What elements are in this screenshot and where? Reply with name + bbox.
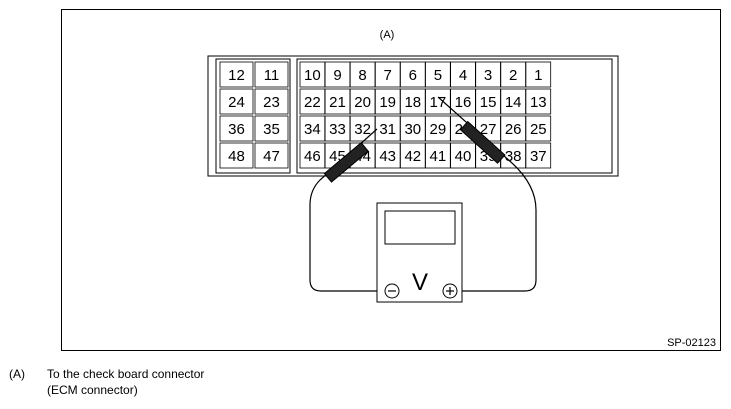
pin-label-19: 19	[379, 94, 396, 111]
pin-label-24: 24	[228, 94, 245, 111]
pin-cell	[299, 61, 326, 88]
pin-cell	[425, 61, 451, 88]
pin-label-48: 48	[228, 148, 245, 165]
pin-label-6: 6	[409, 67, 417, 84]
pin-label-31: 31	[379, 121, 396, 138]
pin-label-4: 4	[459, 67, 467, 84]
pin-label-18: 18	[404, 94, 421, 111]
pin-label-35: 35	[263, 121, 280, 138]
positive-probe-wire	[437, 96, 537, 292]
pin-label-41: 41	[430, 148, 447, 165]
pin-label-3: 3	[484, 67, 492, 84]
pin-label-21: 21	[329, 94, 346, 111]
left-pin-grid: 12 11 24 23 36 35 48 47	[219, 61, 289, 169]
pin-cell	[219, 115, 254, 142]
pin-label-29: 29	[430, 121, 447, 138]
pin-cell	[374, 88, 401, 115]
legend-description-sub: (ECM connector)	[47, 383, 138, 397]
pin-cell	[299, 88, 326, 115]
pin-cell	[299, 115, 326, 142]
pin-label-37: 37	[530, 148, 547, 165]
pin-cell	[219, 88, 254, 115]
pin-cell	[399, 61, 426, 88]
pin-cell	[349, 61, 376, 88]
pin-label-10: 10	[304, 67, 321, 84]
pin-label-11: 11	[264, 67, 280, 84]
pin-cell	[450, 61, 476, 88]
pin-label-33: 33	[329, 121, 346, 138]
pin-label-23: 23	[263, 94, 280, 111]
pin-cell	[500, 88, 526, 115]
pin-label-47: 47	[263, 148, 280, 165]
pin-label-26: 26	[505, 121, 522, 138]
pin-cell	[254, 142, 289, 169]
pin-label-38: 38	[505, 148, 522, 165]
pin-label-25: 25	[530, 121, 547, 138]
pin-label-32: 32	[354, 121, 371, 138]
pin-cell	[219, 61, 254, 88]
pin-label-17: 17	[430, 94, 447, 111]
pin-cell	[425, 142, 451, 169]
pin-cell	[254, 61, 289, 88]
pin-label-36: 36	[228, 121, 245, 138]
pin-label-1: 1	[534, 67, 542, 84]
voltmeter-display	[384, 210, 456, 245]
pin-label-8: 8	[358, 67, 366, 84]
pin-cell	[525, 61, 552, 88]
callout-label: (A)	[380, 29, 395, 41]
pin-cell	[525, 88, 552, 115]
pin-label-42: 42	[404, 148, 421, 165]
pin-label-7: 7	[384, 67, 392, 84]
legend-key: (A)	[9, 367, 25, 381]
figure-code: SP-02123	[667, 337, 716, 349]
pin-label-5: 5	[434, 67, 442, 84]
pin-cell	[475, 61, 501, 88]
pin-label-9: 9	[333, 67, 341, 84]
pin-cell	[399, 88, 426, 115]
pin-cell	[324, 115, 351, 142]
pin-label-16: 16	[455, 94, 472, 111]
pin-cell	[349, 88, 376, 115]
pin-label-46: 46	[304, 148, 321, 165]
pin-cell	[525, 115, 552, 142]
pin-cell	[525, 142, 552, 169]
pin-label-30: 30	[404, 121, 421, 138]
pin-label-12: 12	[228, 67, 245, 84]
pin-label-34: 34	[304, 121, 321, 138]
pin-label-14: 14	[505, 94, 522, 111]
pin-cell	[374, 61, 401, 88]
pin-label-27: 27	[480, 121, 497, 138]
voltmeter-label: V	[412, 269, 428, 296]
pin-label-40: 40	[455, 148, 472, 165]
negative-probe	[323, 142, 369, 183]
pin-label-13: 13	[530, 94, 547, 111]
pin-cell	[254, 115, 289, 142]
pin-label-43: 43	[379, 148, 396, 165]
pin-label-15: 15	[480, 94, 497, 111]
positive-probe	[459, 120, 506, 164]
pin-cell	[254, 88, 289, 115]
pin-cell	[219, 142, 254, 169]
negative-probe-wire	[309, 128, 378, 292]
pin-label-22: 22	[304, 94, 321, 111]
pin-label-20: 20	[354, 94, 371, 111]
pin-cell	[399, 142, 426, 169]
pin-cell	[324, 61, 351, 88]
pin-label-2: 2	[509, 67, 517, 84]
legend-description: To the check board connector	[47, 367, 205, 381]
pin-cell	[399, 115, 426, 142]
